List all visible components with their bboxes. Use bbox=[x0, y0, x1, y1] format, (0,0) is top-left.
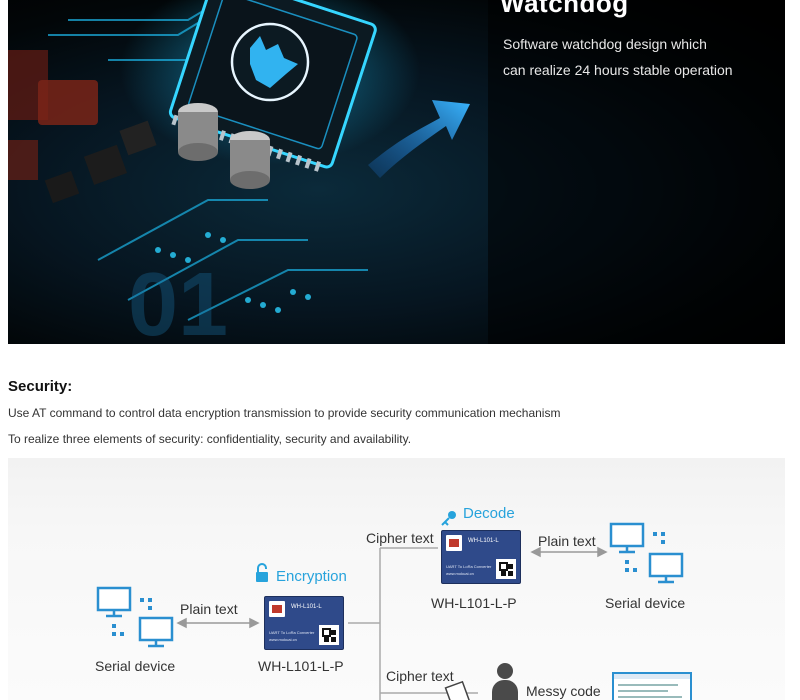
banner-description-line-2: can realize 24 hours stable operation bbox=[503, 62, 733, 78]
security-heading: Security: bbox=[8, 378, 73, 395]
dog-head-icon bbox=[250, 36, 298, 88]
usr-logo-icon bbox=[446, 535, 462, 551]
serial-device-label-left: Serial device bbox=[95, 658, 176, 674]
serial-device-label-right: Serial device bbox=[605, 595, 686, 611]
messy-code-label: Messy code bbox=[526, 683, 601, 699]
chip-label: WH-L101-L bbox=[291, 604, 322, 610]
binary-digits: 01 bbox=[128, 255, 228, 344]
qr-code-icon bbox=[319, 625, 339, 645]
cipher-text-label-top: Cipher text bbox=[366, 530, 434, 546]
module-name-top: WH-L101-L-P bbox=[431, 595, 517, 611]
encryption-label: Encryption bbox=[276, 568, 347, 585]
decode-label: Decode bbox=[463, 505, 515, 522]
diagram-connectors bbox=[96, 511, 684, 700]
lock-icon bbox=[256, 563, 268, 582]
chip-url: www.mokuai.cn bbox=[269, 637, 297, 642]
rising-arrow-icon bbox=[368, 100, 470, 178]
qr-code-icon bbox=[496, 559, 516, 579]
module-name-left: WH-L101-L-P bbox=[258, 658, 344, 674]
cipher-text-label-bottom: Cipher text bbox=[386, 668, 454, 684]
plain-text-label-left: Plain text bbox=[180, 601, 238, 617]
lora-module-encryption: WH-L101-L UART To LoRa Converter www.mok… bbox=[264, 596, 344, 650]
person-icon bbox=[492, 663, 518, 700]
security-description-2: To realize three elements of security: c… bbox=[8, 432, 412, 446]
key-icon bbox=[441, 511, 456, 526]
chip-label: WH-L101-L bbox=[468, 538, 499, 544]
computer-icon-left bbox=[96, 586, 174, 648]
security-diagram: Encryption Decode Cipher text Cipher tex… bbox=[8, 458, 785, 700]
usr-logo-icon bbox=[269, 601, 285, 617]
chip-url: www.mokuai.cn bbox=[446, 571, 474, 576]
security-description-1: Use AT command to control data encryptio… bbox=[8, 406, 561, 420]
banner-title: Watchdog bbox=[500, 0, 629, 18]
circuit-board-illustration: 01 bbox=[8, 0, 785, 344]
lora-module-decode: WH-L101-L UART To LoRa Converter www.mok… bbox=[441, 530, 521, 584]
computer-icon-right bbox=[609, 522, 684, 584]
banner-description-line-1: Software watchdog design which bbox=[503, 36, 707, 52]
watchdog-banner: 01 Watchdog Software watchdog design whi… bbox=[8, 0, 785, 344]
chip-subtitle: UART To LoRa Converter bbox=[446, 564, 492, 569]
plain-text-label-right: Plain text bbox=[538, 533, 596, 549]
messy-code-screenshot bbox=[612, 672, 692, 700]
chip-subtitle: UART To LoRa Converter bbox=[269, 630, 315, 635]
document-icon bbox=[444, 680, 471, 700]
